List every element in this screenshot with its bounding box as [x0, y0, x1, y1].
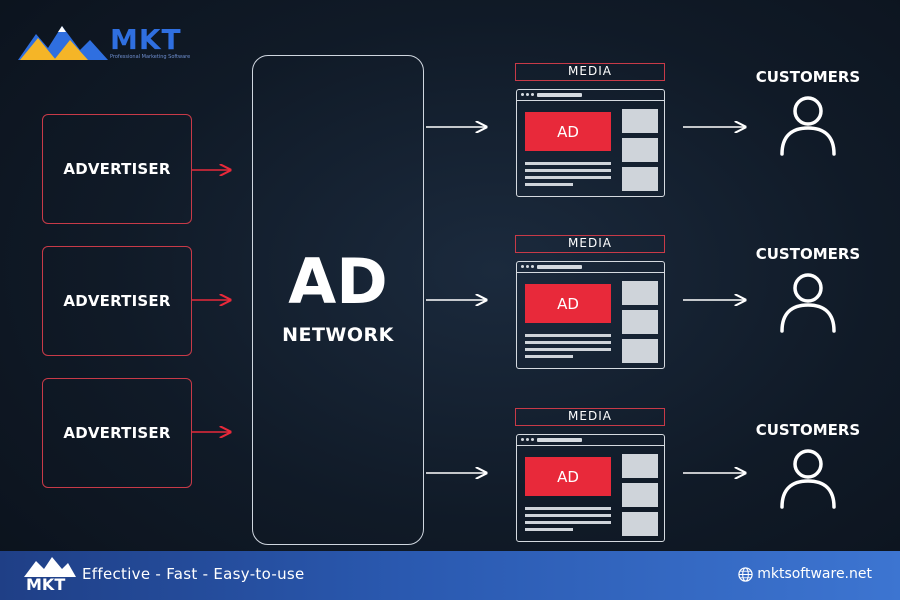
logo-text: MKT — [110, 23, 182, 56]
ad-banner: AD — [525, 457, 611, 496]
browser-window-icon: AD — [516, 261, 665, 369]
globe-icon — [738, 566, 753, 582]
brand-logo: MKT Professional Marketing Software — [18, 20, 198, 64]
network-title: AD — [288, 245, 388, 318]
person-icon — [780, 449, 836, 509]
mountain-logo-icon — [18, 26, 108, 60]
advertiser-box-2: ADVERTISER — [42, 246, 192, 356]
advertiser-label: ADVERTISER — [63, 424, 171, 442]
customers-label-1: CUSTOMERS — [755, 68, 861, 86]
customers-label-2: CUSTOMERS — [755, 245, 861, 263]
footer-bar: MKT Effective - Fast - Easy-to-use mktso… — [0, 551, 900, 600]
website-text: mktsoftware.net — [757, 566, 872, 582]
ad-banner: AD — [525, 112, 611, 151]
media-label-1: MEDIA — [515, 63, 665, 81]
logo-tagline: Professional Marketing Software — [110, 54, 191, 60]
footer-logo: MKT — [24, 555, 76, 597]
advertiser-box-1: ADVERTISER — [42, 114, 192, 224]
media-label-2: MEDIA — [515, 235, 665, 253]
advertiser-label: ADVERTISER — [63, 292, 171, 310]
advertiser-box-3: ADVERTISER — [42, 378, 192, 488]
website-link[interactable]: mktsoftware.net — [738, 566, 872, 582]
media-label-3: MEDIA — [515, 408, 665, 426]
browser-window-icon: AD — [516, 89, 665, 197]
person-icon — [780, 273, 836, 333]
ad-banner: AD — [525, 284, 611, 323]
browser-toolbar — [517, 262, 664, 273]
customers-label-3: CUSTOMERS — [755, 421, 861, 439]
footer-logo-text: MKT — [26, 575, 66, 594]
mountain-logo-icon — [24, 557, 76, 577]
browser-window-icon: AD — [516, 434, 665, 542]
person-icon — [780, 96, 836, 156]
browser-toolbar — [517, 90, 664, 101]
ad-network-box: AD NETWORK — [252, 55, 424, 545]
network-subtitle: NETWORK — [282, 324, 394, 346]
browser-toolbar — [517, 435, 664, 446]
footer-slogan: Effective - Fast - Easy-to-use — [82, 565, 305, 583]
advertiser-label: ADVERTISER — [63, 160, 171, 178]
